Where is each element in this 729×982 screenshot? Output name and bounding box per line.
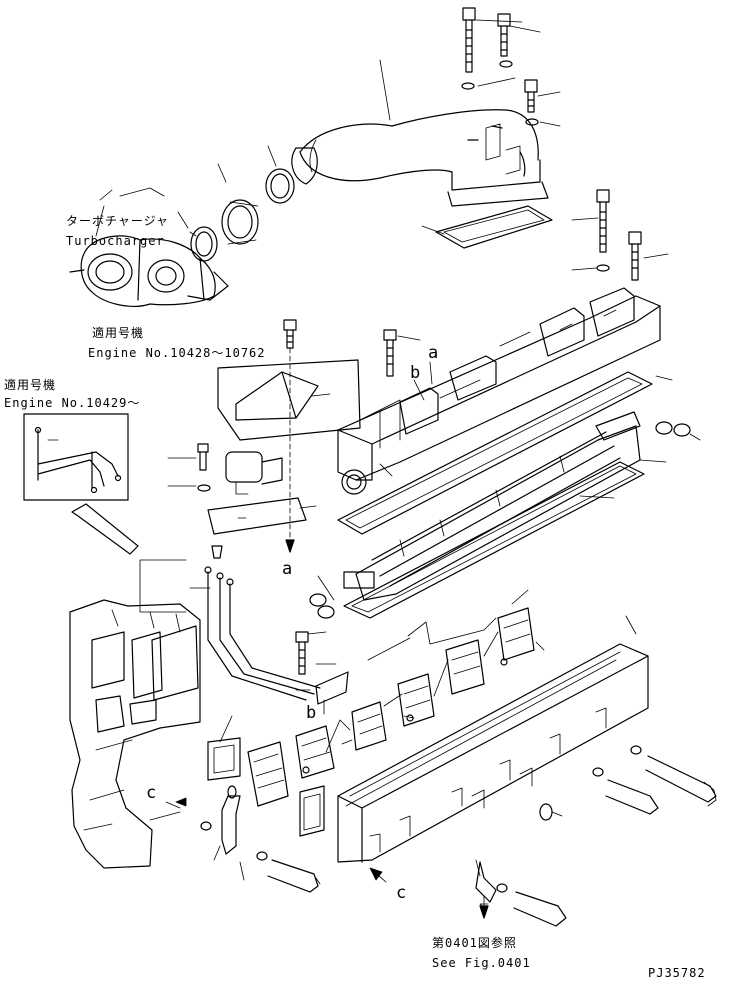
oring-left-2 [317, 605, 335, 619]
relay-2 [295, 725, 335, 779]
hose-and-clamps [177, 145, 295, 262]
top-bolts [461, 7, 561, 127]
relay-6 [497, 607, 535, 661]
intake-elbow [291, 109, 549, 207]
intake-manifold-cover [337, 287, 661, 495]
clamp-1 [265, 168, 295, 204]
relay-1 [247, 741, 289, 807]
ref-letter-a-bottom: a [282, 559, 293, 579]
ref-letter-b-bottom: b [306, 703, 317, 723]
applicability-note-1-en: Engine No.10428〜10762 [88, 346, 266, 360]
relay-3 [351, 701, 387, 751]
center-bolt [283, 319, 297, 553]
applicability-note-2-en: Engine No.10429〜 [4, 396, 141, 410]
harness-callout [23, 413, 139, 555]
washer-top-1 [461, 82, 475, 90]
intake-heater [343, 411, 701, 601]
relay-modules [247, 589, 545, 807]
washer-right-1 [596, 264, 610, 272]
clamp-2 [221, 199, 259, 245]
turbocharger-label-en: Turbocharger [66, 234, 165, 248]
leader-lines [165, 59, 433, 883]
washer-top-2 [499, 60, 513, 68]
bolt-b [383, 329, 421, 377]
right-bolts [571, 189, 669, 281]
oring-left-1 [309, 593, 327, 607]
bolt-top-2 [497, 13, 511, 57]
lower-bolts [475, 745, 717, 927]
ref-letter-c-bottom: c [396, 883, 407, 903]
engine-block [69, 599, 201, 869]
bolt-right-1 [596, 189, 610, 253]
bolt-right-2 [628, 231, 642, 281]
applicability-note-1-jp: 適用号機 [92, 326, 145, 340]
ref-letter-c-left: c [146, 783, 157, 803]
lower-left-clamp [149, 785, 321, 893]
relay-4 [397, 673, 435, 727]
manifold-gasket [337, 371, 673, 535]
upper-gasket [421, 205, 553, 249]
lower-gasket [317, 461, 645, 619]
relay-5 [445, 639, 485, 695]
see-figure-note-jp: 第0401図参照 [432, 936, 517, 950]
bolt-top-3 [524, 79, 538, 113]
see-figure-note-en: See Fig.0401 [432, 956, 531, 970]
lower-left-parts [207, 631, 327, 837]
drawing-number: PJ35782 [648, 966, 706, 980]
heater-relay [167, 443, 317, 535]
turbocharger [69, 187, 229, 307]
intake-manifold-lower [337, 615, 649, 863]
ref-letter-b-top: b [410, 363, 421, 383]
turbocharger-label-jp: ターボチャージャ [66, 214, 170, 228]
ref-letter-a-top: a [428, 343, 439, 363]
applicability-note-2-jp: 適用号機 [4, 378, 57, 392]
heater-wires [139, 545, 349, 715]
heater-oring-2 [673, 423, 691, 437]
heat-guard-callout [217, 359, 361, 441]
bolt-top-1 [462, 7, 476, 73]
heater-oring-1 [655, 421, 673, 435]
